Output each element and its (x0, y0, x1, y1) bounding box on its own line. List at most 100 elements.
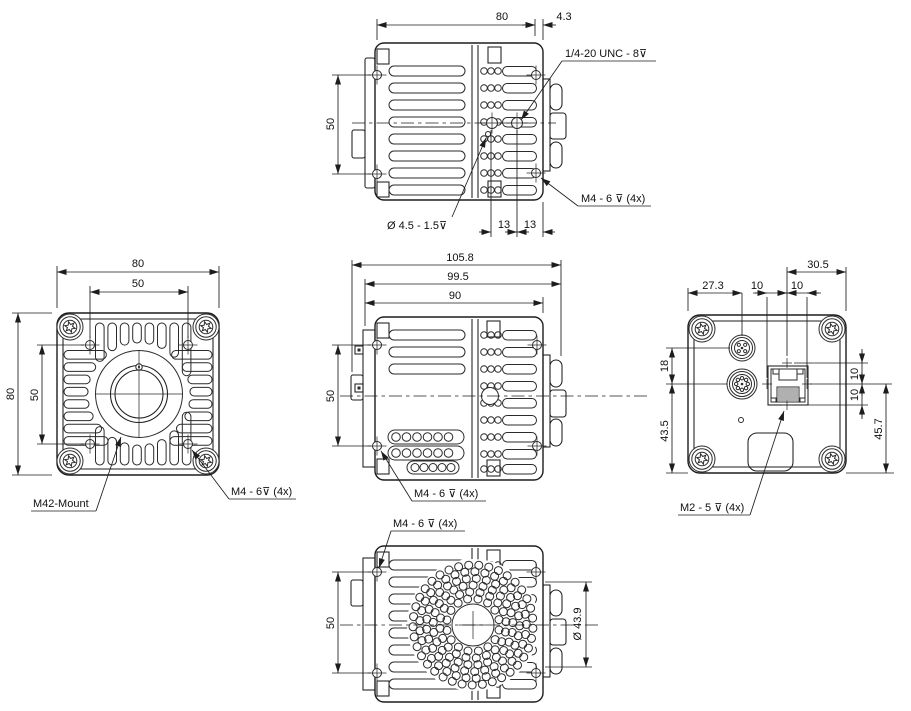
fan-grille-hole (511, 601, 521, 611)
heatsink-fin (502, 415, 537, 426)
fan-grille-hole (522, 594, 532, 604)
heatsink-fin (502, 347, 537, 358)
heatsink-fin (502, 330, 537, 341)
fan-grille-hole (442, 615, 452, 625)
label-recess (747, 432, 794, 472)
fan-grille-hole (464, 560, 474, 570)
vent-hole (494, 135, 502, 143)
heatsink-fin (63, 411, 94, 422)
fan-grille-hole (428, 643, 438, 653)
front-inner-frame (62, 318, 214, 470)
m8-connector (734, 340, 750, 356)
heatsink-fin (63, 423, 103, 434)
fan-grille-hole (455, 590, 465, 600)
heatsink-fin (169, 322, 179, 358)
vent-hole (419, 463, 429, 472)
heatsink-fin (502, 100, 537, 111)
vent-hole (422, 432, 433, 442)
fan-grille-hole (473, 646, 483, 656)
fan-grille-hole (506, 593, 516, 602)
fan-grille-hole (444, 565, 454, 575)
fan-grille-hole (409, 612, 419, 622)
side-bump (350, 579, 364, 607)
dim-eth-left: 10 (751, 280, 763, 292)
dim-top-offset: 4.3 (556, 11, 571, 23)
fan-grille-hole (484, 562, 494, 572)
torx-screw (825, 322, 839, 336)
view-top: 80 4.3 50 13 13 1/4-20 UNC - 8⊽ Ø 4.5 - … (325, 11, 656, 237)
heatsink-fin (63, 386, 89, 397)
connector-pin (739, 376, 745, 381)
connector-bump (549, 112, 567, 140)
heatsink-fin (63, 362, 97, 372)
fan-grille-hole (438, 672, 448, 682)
fan-grille-hole (450, 570, 460, 580)
fan-grille-hole (520, 609, 530, 619)
dim-front-pitch-h: 50 (132, 278, 144, 290)
heatsink-fin (388, 363, 466, 375)
heatsink-fin (144, 443, 155, 466)
dim-hole-spacing-b: 13 (524, 219, 536, 231)
connector-pin (743, 385, 749, 391)
connector-bump (549, 389, 567, 418)
corner-tab (376, 680, 390, 697)
fan-grille-hole (505, 667, 515, 677)
fan-grille-hole (447, 676, 457, 686)
heatsink-fin (157, 322, 167, 349)
vent-hole (410, 463, 420, 472)
ethernet-pins (778, 388, 798, 401)
fan-grille-hole (463, 646, 473, 656)
heatsink-fin (502, 381, 537, 392)
fan-grille-hole (427, 576, 437, 586)
torx-screw (63, 454, 77, 468)
screw-boss (818, 315, 846, 343)
heatsink-fin (144, 322, 155, 345)
torx-screw (695, 322, 709, 336)
fan-grille-hole (499, 663, 509, 673)
corner-tab (376, 322, 390, 339)
fan-grille (408, 560, 538, 690)
heatsink-fin (175, 423, 213, 434)
fan-grille-hole (457, 679, 467, 689)
fan-grille-hole (490, 635, 500, 645)
fan-grille-hole (515, 621, 525, 631)
fan-grille-hole (480, 665, 490, 675)
fan-grille-hole (461, 574, 471, 584)
label-pin-hole: Ø 4.5 - 1.5⊽ (387, 220, 447, 232)
label-m4-holes-front: M4 - 6⊽ (4x) (231, 486, 292, 498)
fan-grille-hole (471, 673, 481, 683)
dim-bottom-pitch: 50 (325, 617, 337, 629)
screw-boss (192, 447, 220, 475)
connector-bump (549, 618, 567, 646)
fan-grille-hole (514, 611, 524, 621)
heatsink-fin (388, 329, 466, 341)
heatsink-fin (502, 432, 537, 443)
fan-grille-hole (454, 562, 464, 572)
vent-hole (391, 432, 401, 442)
fan-grille-hole (423, 659, 432, 669)
heatsink-fin (132, 444, 142, 466)
connector-bump (549, 589, 563, 617)
fan-grille-hole (471, 574, 481, 583)
fan-grille-hole (422, 624, 432, 634)
connector-pin (735, 385, 741, 391)
fan-grille-hole (473, 594, 483, 604)
vent-hole (412, 448, 422, 458)
vent-hole (494, 348, 502, 356)
screw-boss (56, 447, 84, 475)
heatsink-fin (502, 134, 537, 145)
dim-side-pitch: 50 (325, 390, 337, 402)
heatsink-fin (502, 185, 537, 196)
fan-grille-hole (521, 619, 531, 629)
connector-bump (549, 359, 563, 388)
back-torx-screws (688, 315, 846, 473)
fan-grille-hole (501, 617, 511, 627)
fan-grille-hole (517, 600, 527, 610)
m8-connector (729, 371, 755, 397)
fan-grille-hole (489, 662, 499, 672)
fan-grille-hole (415, 592, 425, 602)
label-tripod-thread: 1/4-20 UNC - 8⊽ (565, 48, 647, 60)
fan-grille-hole (417, 636, 427, 646)
dim-side-total: 105.8 (446, 252, 474, 264)
fan-grille-hole (453, 642, 463, 652)
